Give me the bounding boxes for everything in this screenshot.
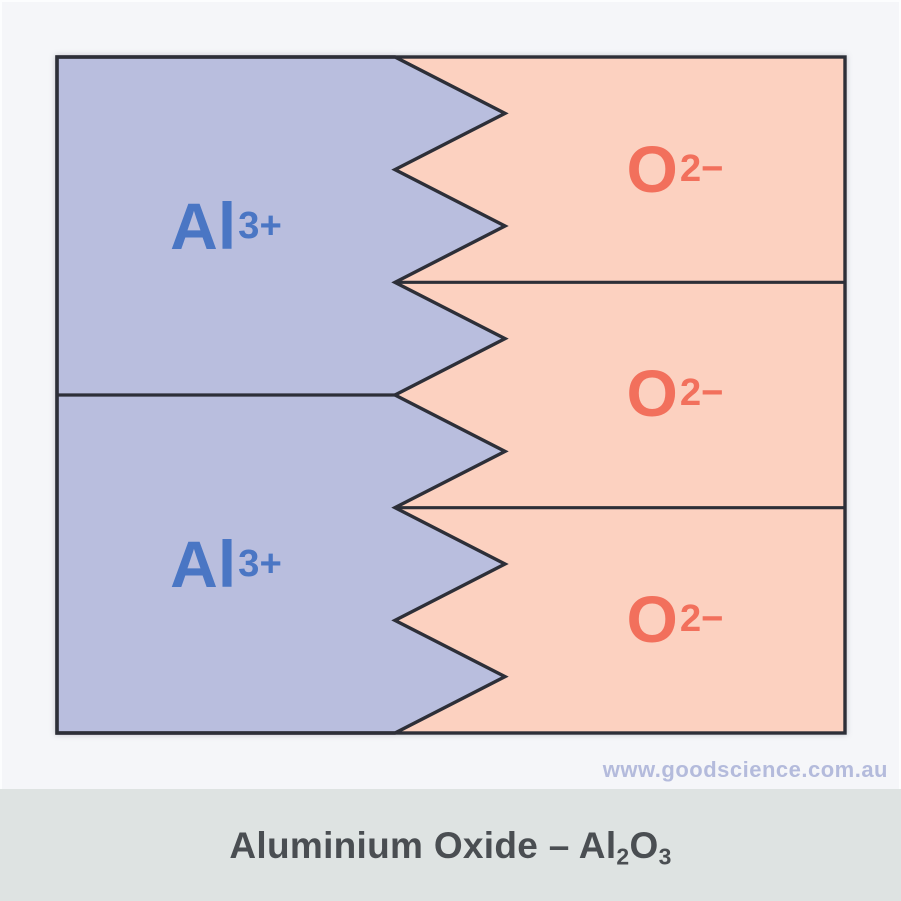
- caption-text: Aluminium Oxide – Al: [229, 824, 617, 866]
- lattice-border: [55, 55, 847, 735]
- caption-title: Aluminium Oxide – Al2O3: [229, 824, 671, 868]
- caption-text-mid: O: [629, 824, 659, 866]
- ionic-lattice-diagram: [55, 55, 847, 735]
- caption-banner: Aluminium Oxide – Al2O3: [0, 789, 901, 901]
- caption-subscript-2: 3: [658, 842, 672, 869]
- caption-subscript-1: 2: [616, 842, 630, 869]
- watermark: www.goodscience.com.au: [602, 757, 888, 782]
